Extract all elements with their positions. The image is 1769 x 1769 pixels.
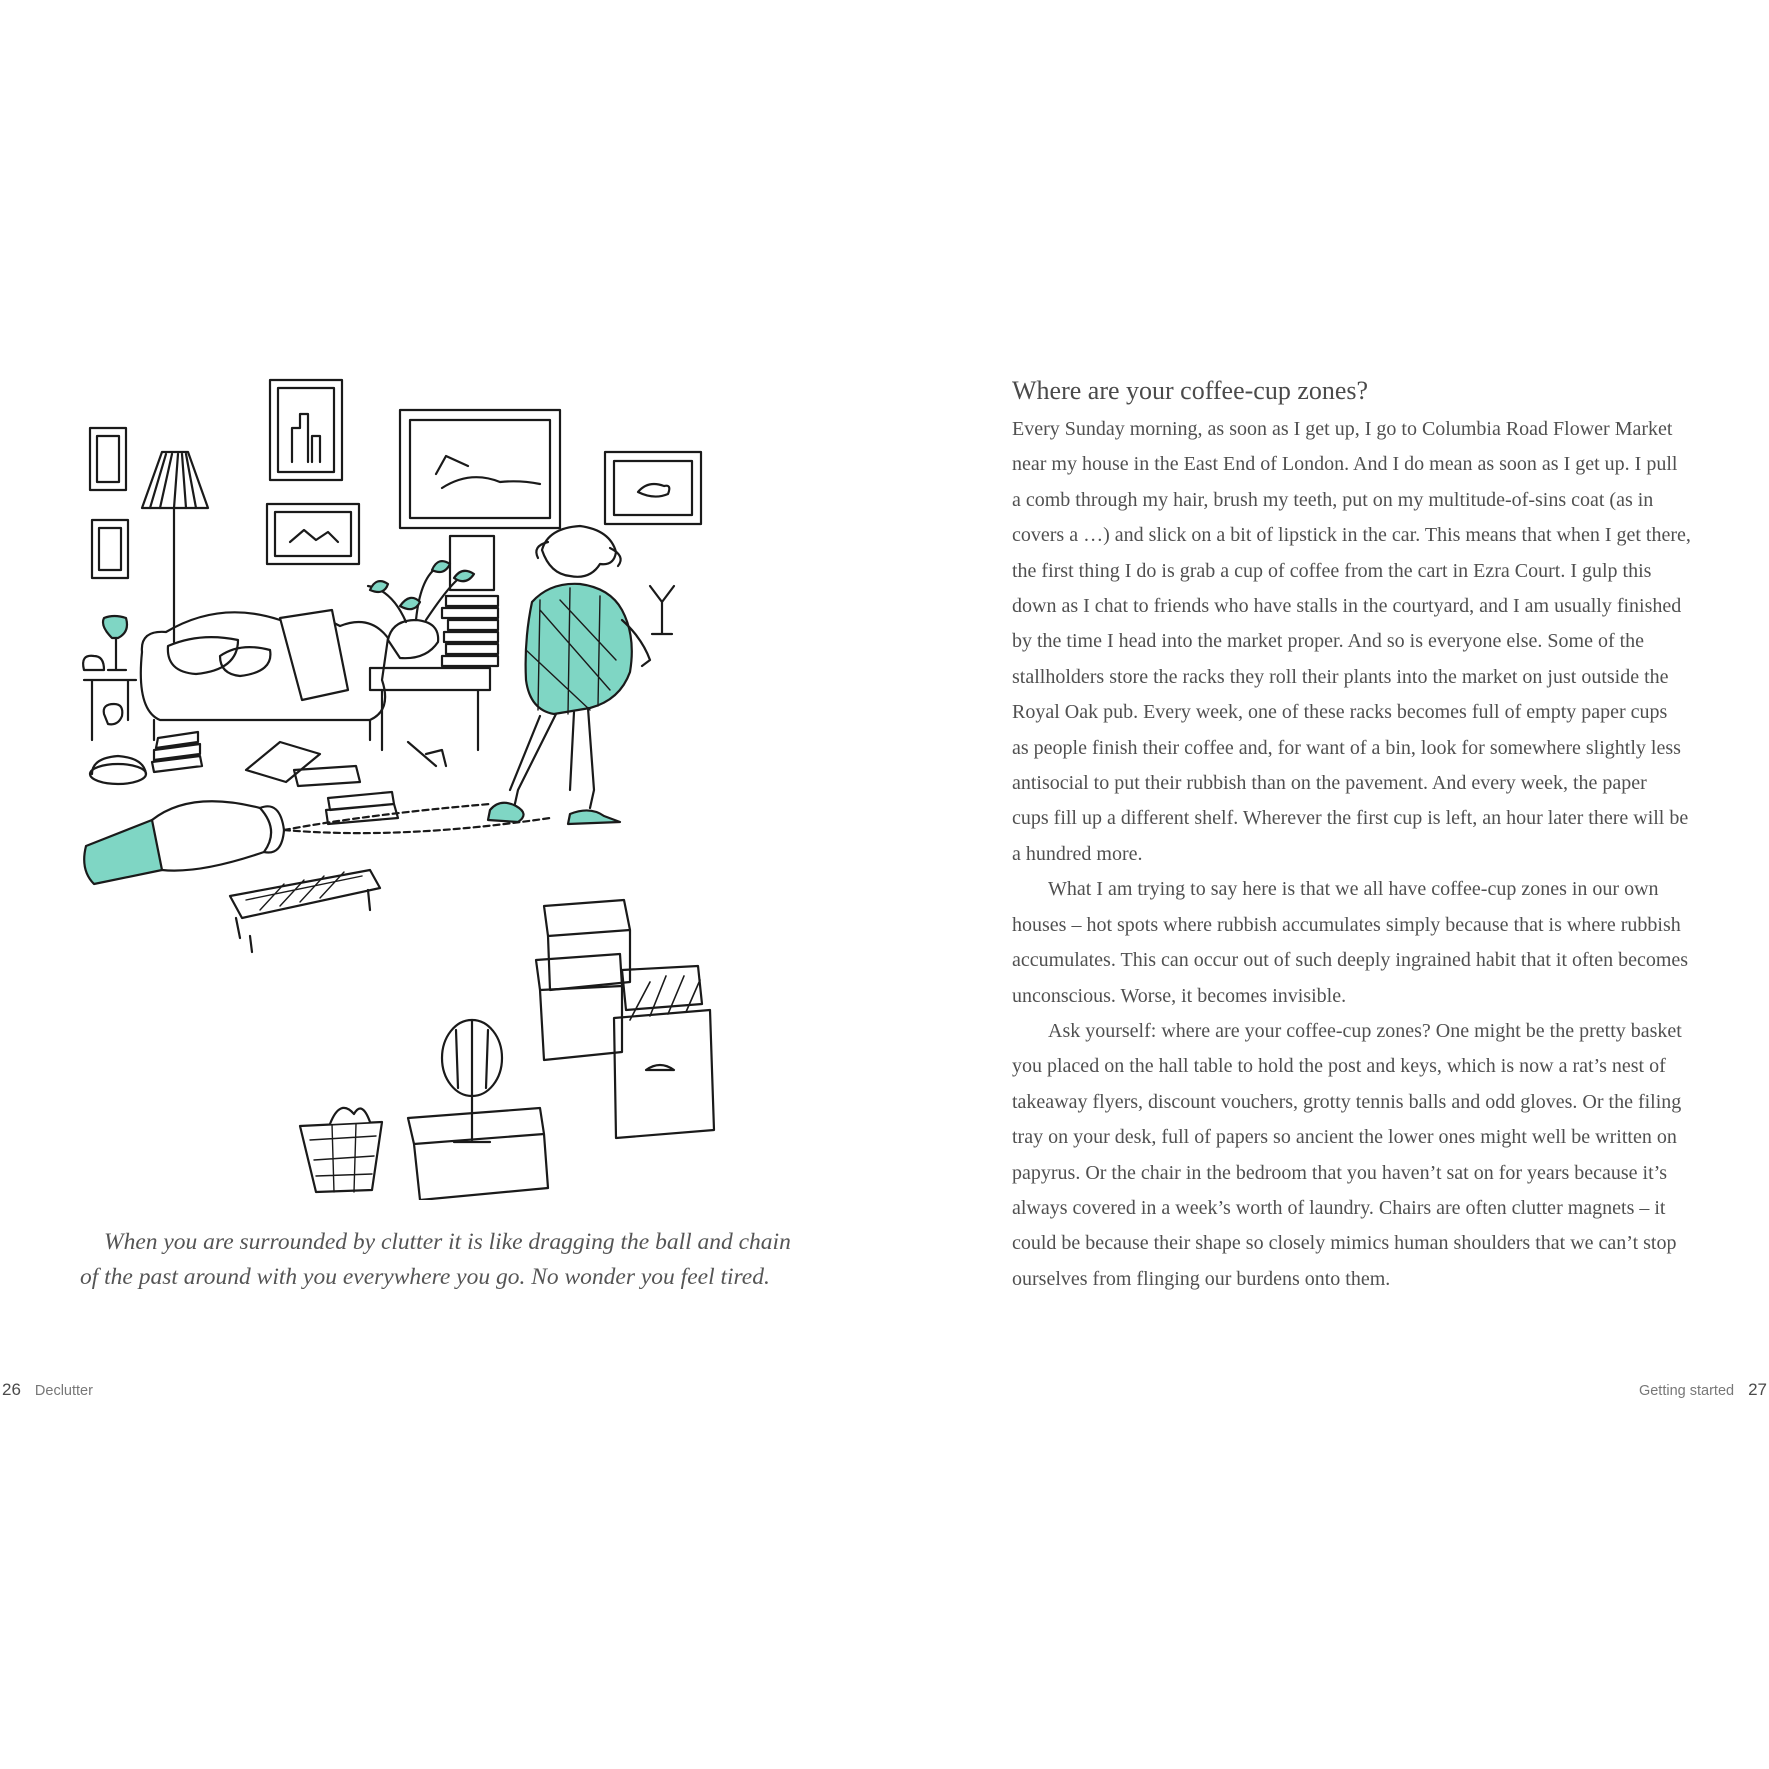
body-line: What I am trying to say here is that we … — [1048, 878, 1659, 901]
body-line: accumulates. This can occur out of such … — [1012, 949, 1689, 972]
left-folio: 26 Declutter — [2, 1380, 93, 1400]
footstool — [228, 868, 382, 954]
console-table — [366, 534, 500, 752]
body-line: near my house in the East End of London.… — [1012, 453, 1678, 476]
body-line: Royal Oak pub. Every week, one of these … — [1012, 701, 1668, 724]
body-line: a hundred more. — [1012, 842, 1143, 865]
page-number: 26 — [2, 1380, 21, 1399]
body-line: houses – hot spots where rubbish accumul… — [1012, 913, 1681, 936]
floor-books — [150, 730, 448, 826]
throw-blanket — [278, 608, 350, 702]
page-number: 27 — [1748, 1380, 1767, 1399]
body-line: Ask yourself: where are your coffee-cup … — [1048, 1019, 1682, 1042]
body-line: always covered in a week’s worth of laun… — [1012, 1196, 1666, 1219]
clutter-illustration — [82, 378, 716, 1200]
body-line: could be because their shape so closely … — [1012, 1232, 1677, 1255]
body-line: a comb through my hair, brush my teeth, … — [1012, 488, 1654, 511]
table-lamp — [440, 1018, 504, 1144]
body-line: covers a …) and slick on a bit of lipsti… — [1012, 524, 1691, 547]
caption-line: of the past around with you everywhere y… — [80, 1264, 770, 1290]
body-line: by the time I head into the market prope… — [1012, 630, 1645, 653]
body-line: antisocial to put their rubbish than on … — [1012, 772, 1647, 795]
running-head: Declutter — [34, 1383, 93, 1399]
wall-frames — [88, 378, 703, 580]
floor-lamp — [140, 450, 210, 644]
body-line: as people finish their coffee and, for w… — [1012, 736, 1681, 759]
body-line: papyrus. Or the chair in the bedroom tha… — [1012, 1161, 1667, 1184]
body-line: down as I chat to friends who have stall… — [1012, 595, 1682, 618]
body-line: the first thing I do is grab a cup of co… — [1012, 559, 1652, 582]
woman-figure — [486, 524, 676, 826]
illustration-caption: When you are surrounded by clutter it is… — [80, 1225, 791, 1295]
body-line: takeaway flyers, discount vouchers, grot… — [1012, 1090, 1682, 1113]
body-text: Every Sunday morning, as soon as I get u… — [1012, 412, 1712, 1297]
section-heading: Where are your coffee-cup zones? — [1012, 376, 1369, 405]
storage-boxes — [406, 898, 716, 1200]
body-line: you placed on the hall table to hold the… — [1012, 1055, 1666, 1078]
body-line: Every Sunday morning, as soon as I get u… — [1012, 418, 1673, 440]
sofa — [139, 611, 390, 742]
body-line: cups fill up a different shelf. Wherever… — [1012, 807, 1689, 830]
body-line: unconscious. Worse, it becomes invisible… — [1012, 984, 1347, 1007]
right-folio: Getting started 27 — [1639, 1380, 1767, 1400]
body-line: tray on your desk, full of papers so anc… — [1012, 1126, 1677, 1149]
side-table — [82, 614, 148, 786]
body-line: stallholders store the racks they roll t… — [1012, 665, 1669, 688]
ball-and-chain — [83, 800, 552, 886]
waste-basket — [298, 1106, 384, 1194]
body-line: ourselves from flinging our burdens onto… — [1012, 1267, 1391, 1290]
running-head: Getting started — [1638, 1383, 1735, 1399]
caption-line: When you are surrounded by clutter it is… — [104, 1229, 791, 1255]
